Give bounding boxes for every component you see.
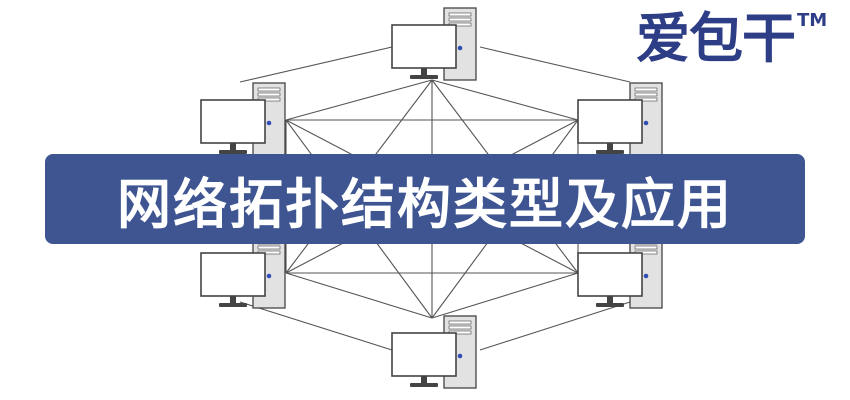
drive-bay [448,12,472,17]
monitor-screen [391,24,457,69]
title-banner: 网络拓扑结构类型及应用 [45,154,805,244]
network-link [479,301,631,351]
monitor-neck [421,68,427,76]
power-led [266,120,272,126]
monitor-neck [230,296,236,304]
monitor-screen [200,252,266,297]
monitor-screen [391,332,457,377]
drive-bay [448,17,472,22]
monitor-base [596,303,624,307]
monitor-base [596,150,624,154]
network-link [285,79,433,121]
power-led [457,45,463,51]
drive-bay [448,320,472,325]
monitor-base [410,75,438,79]
network-link [239,46,393,83]
desktop-computer-icon [391,7,477,81]
monitor-screen [200,99,266,144]
drive-bay [634,245,658,250]
power-led [266,273,272,279]
page-title: 网络拓扑结构类型及应用 [117,172,733,236]
monitor-base [219,303,247,307]
monitor-neck [607,143,613,151]
network-link [431,79,579,121]
monitor-neck [607,296,613,304]
monitor-screen [577,252,643,297]
drive-bay [634,87,658,92]
drive-bay [257,245,281,250]
network-link [239,301,393,351]
drive-bay [257,92,281,97]
monitor-base [410,383,438,387]
monitor-neck [230,143,236,151]
desktop-computer-icon [577,82,663,156]
network-links [239,46,631,351]
power-led [643,120,649,126]
logo-trademark: TM [797,10,828,31]
drive-bay [257,87,281,92]
network-link [479,46,631,83]
network-nodes [200,7,663,389]
desktop-computer-icon [577,235,663,309]
drive-bay [448,325,472,330]
network-link [285,272,433,319]
logo-text: 爱包干 [636,7,796,70]
desktop-computer-icon [391,315,477,389]
monitor-neck [421,376,427,384]
monitor-base [219,150,247,154]
power-led [643,273,649,279]
network-link [431,272,579,319]
brand-logo: 爱包干 TM [636,8,827,70]
desktop-computer-icon [200,82,286,156]
monitor-screen [577,99,643,144]
desktop-computer-icon [200,235,286,309]
drive-bay [634,92,658,97]
power-led [457,353,463,359]
